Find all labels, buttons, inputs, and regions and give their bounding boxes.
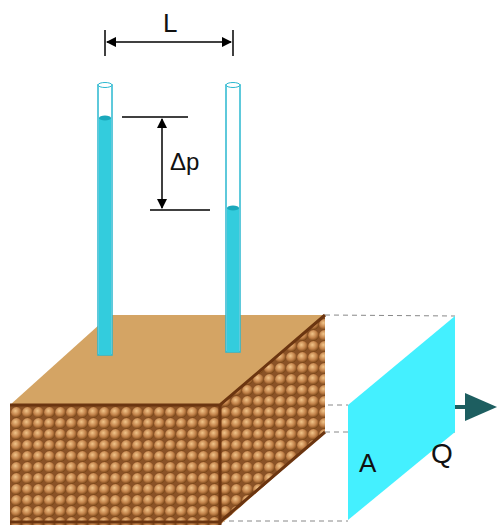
pressure-drop-label: Δp [170,150,199,174]
piezometer-tubes [98,83,240,356]
head-dimension [122,117,210,210]
length-label: L [163,10,177,36]
area-label: A [359,450,376,476]
cross-section-plane: A [348,316,455,520]
flow-label: Q [431,440,453,468]
porous-block [10,315,325,525]
plane-shape [348,316,455,520]
